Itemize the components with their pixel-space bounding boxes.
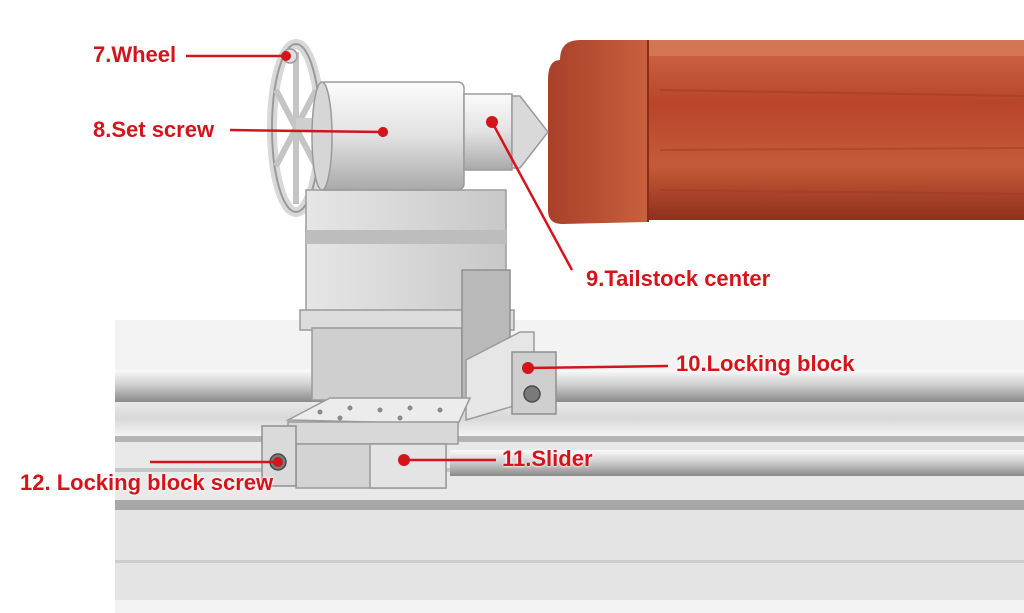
- label-locking-block-screw: 12. Locking block screw: [20, 470, 274, 495]
- label-slider: 11.Slider: [502, 446, 593, 471]
- lower-rail: [450, 450, 1024, 476]
- label-wheel: 7.Wheel: [93, 42, 177, 67]
- dot-slider: [398, 454, 410, 466]
- leader-tailstock-center: [490, 121, 574, 271]
- label-set-screw: 8.Set screw: [93, 117, 215, 142]
- slider-graphic: [261, 397, 472, 489]
- leader-dots: [273, 51, 534, 467]
- dot-locking-block: [522, 362, 534, 374]
- upper-rail: [115, 370, 1024, 402]
- leader-set-screw: [229, 128, 384, 134]
- dot-tailstock-center: [486, 116, 498, 128]
- locking-block-graphic: [465, 331, 557, 422]
- wooden-workpiece: [548, 40, 1024, 224]
- dot-locking-block-screw: [273, 457, 283, 467]
- dot-set-screw: [378, 127, 388, 137]
- leader-lines: [150, 54, 669, 464]
- label-tailstock-center: 9.Tailstock center: [586, 266, 771, 291]
- lathe-bed: [115, 400, 1024, 600]
- leader-locking-block: [527, 364, 669, 370]
- label-locking-block: 10.Locking block: [676, 351, 855, 376]
- dot-wheel: [281, 51, 291, 61]
